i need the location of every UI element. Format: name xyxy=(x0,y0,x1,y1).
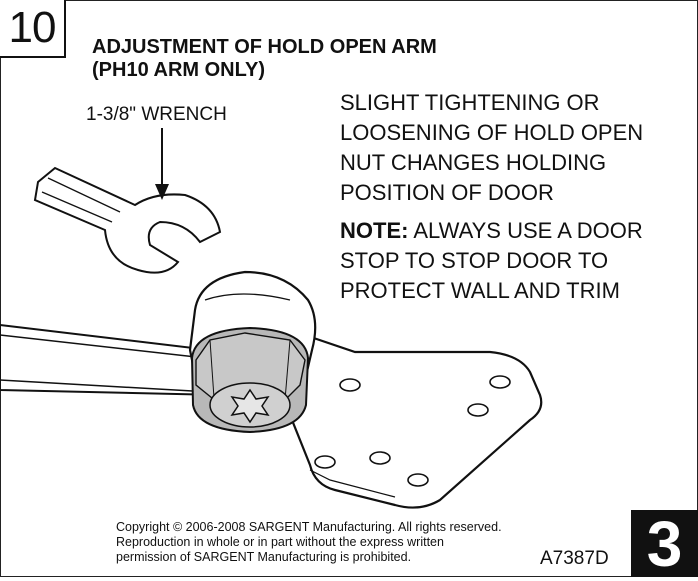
copyright-line: Reproduction in whole or in part without… xyxy=(116,535,444,549)
page-title: ADJUSTMENT OF HOLD OPEN ARM (PH10 ARM ON… xyxy=(92,36,437,82)
plate-hole xyxy=(369,451,391,465)
copyright-line: Copyright © 2006-2008 SARGENT Manufactur… xyxy=(116,520,502,534)
note-block: NOTE: ALWAYS USE A DOOR STOP TO STOP DOO… xyxy=(340,216,690,306)
plate-hole xyxy=(489,375,511,389)
instruction-line: POSITION OF DOOR xyxy=(340,180,554,205)
note-line: ALWAYS USE A DOOR xyxy=(408,218,643,243)
wrench-size-label: 1-3/8" WRENCH xyxy=(86,104,227,125)
copyright-line: permission of SARGENT Manufacturing is p… xyxy=(116,550,412,564)
document-code: A7387D xyxy=(540,548,609,569)
copyright-notice: Copyright © 2006-2008 SARGENT Manufactur… xyxy=(116,520,502,565)
note-label: NOTE: xyxy=(340,218,409,243)
note-line: STOP TO STOP DOOR TO xyxy=(340,248,609,273)
arm-bar xyxy=(0,323,222,397)
plate-hole xyxy=(339,378,361,392)
title-subline: (PH10 ARM ONLY) xyxy=(92,59,265,81)
mounting-plate xyxy=(288,328,543,509)
instruction-text: SLIGHT TIGHTENING OR LOOSENING OF HOLD O… xyxy=(340,88,690,306)
page-number: 3 xyxy=(631,508,698,580)
plate-hole xyxy=(314,455,336,469)
instruction-line: NUT CHANGES HOLDING xyxy=(340,150,607,175)
plate-hole xyxy=(407,473,429,487)
instruction-line: LOOSENING OF HOLD OPEN xyxy=(340,120,644,145)
step-number: 10 xyxy=(0,0,66,58)
title-line: ADJUSTMENT OF HOLD OPEN ARM xyxy=(92,36,437,58)
callout-arrow-head xyxy=(155,184,169,200)
note-line: PROTECT WALL AND TRIM xyxy=(340,278,620,303)
hold-open-nut xyxy=(190,326,310,434)
instruction-line: SLIGHT TIGHTENING OR xyxy=(340,90,600,115)
wrench xyxy=(33,166,222,274)
plate-hole xyxy=(467,403,489,417)
torx-star xyxy=(230,388,270,424)
